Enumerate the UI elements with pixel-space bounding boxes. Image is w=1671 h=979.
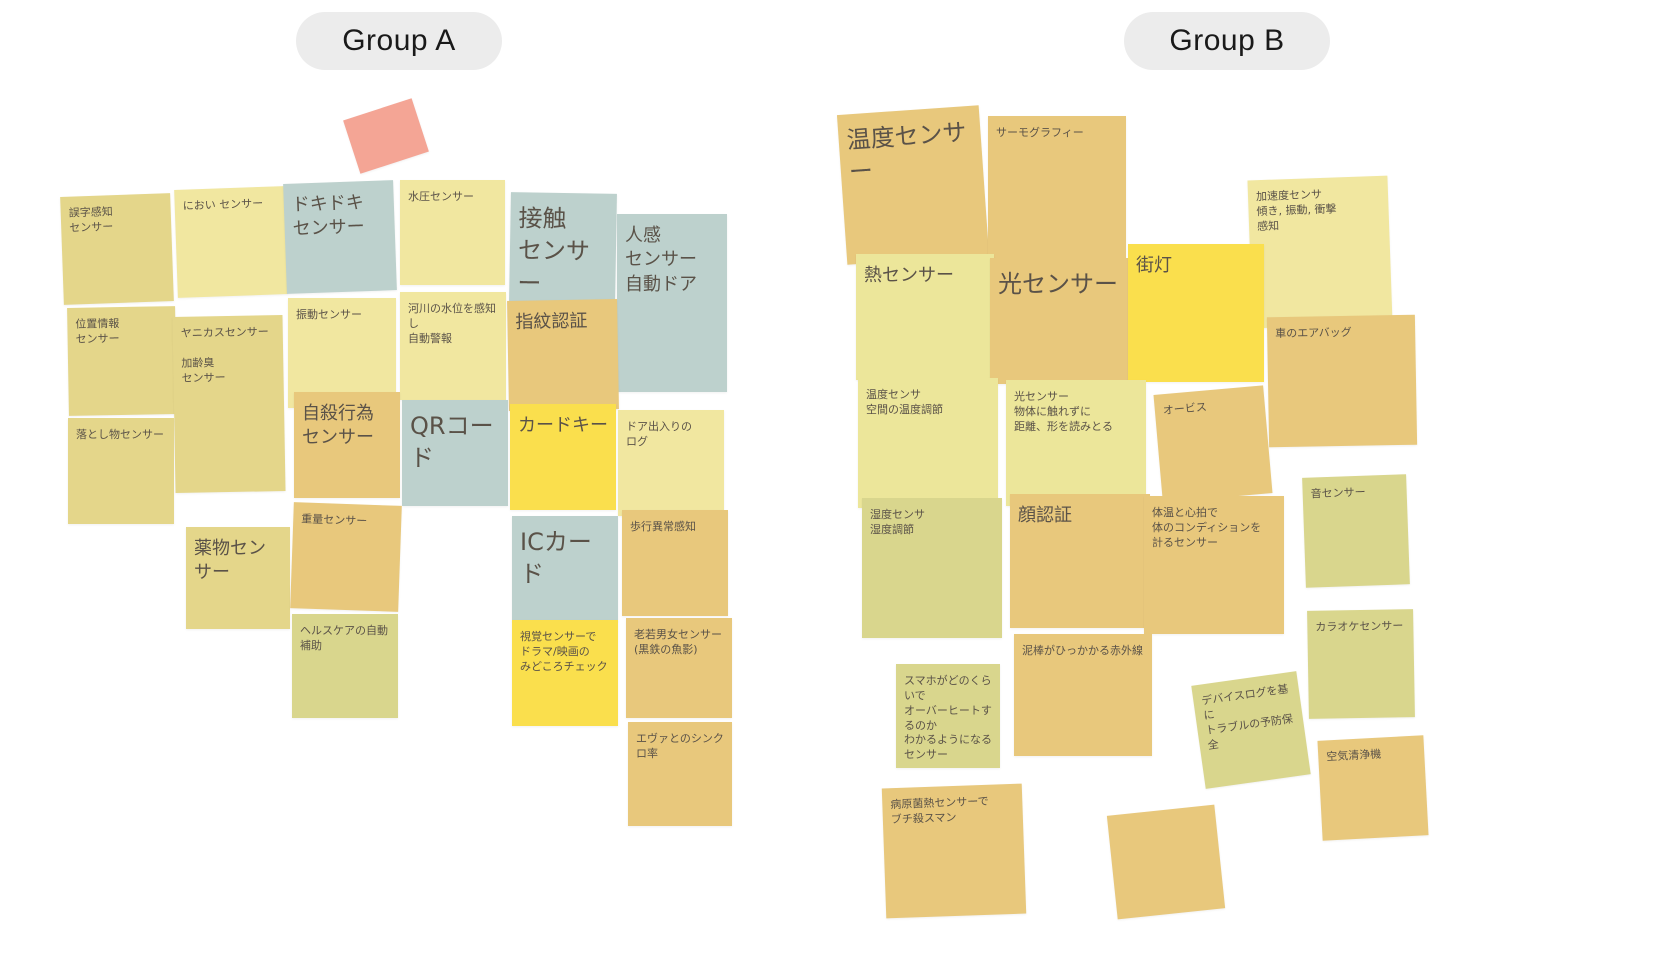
sticky-note[interactable]: ドキドキ センサー — [283, 180, 397, 294]
sticky-note[interactable]: 体温と心拍で 体のコンディションを 計るセンサー — [1144, 496, 1284, 634]
sticky-note[interactable]: エヴァとのシンクロ率 — [628, 722, 732, 826]
group-a-label[interactable]: Group A — [296, 12, 502, 70]
sticky-note[interactable]: 視覚センサーで ドラマ/映画の みどころチェック — [512, 620, 618, 726]
sticky-note[interactable]: 自殺行為 センサー — [294, 392, 400, 498]
sticky-note[interactable]: 接触 センサー — [509, 192, 617, 304]
sticky-note[interactable]: 光センサー 物体に触れずに 距離、形を読みとる — [1006, 380, 1146, 506]
sticky-note[interactable]: ICカード — [512, 516, 618, 622]
sticky-note[interactable]: 河川の水位を感知し 自動警報 — [400, 292, 506, 400]
sticky-note[interactable]: 老若男女センサー (黒鉄の魚影) — [626, 618, 732, 718]
sticky-note[interactable]: 車のエアバッグ — [1266, 314, 1418, 448]
sticky-note[interactable]: 熱センサー — [856, 254, 994, 380]
sticky-note[interactable]: 加速度センサ 傾き, 振動, 衝撃 感知 — [1247, 175, 1393, 329]
sticky-note[interactable]: 空気清浄機 — [1317, 735, 1429, 841]
sticky-note[interactable]: カラオケセンサー — [1307, 609, 1415, 719]
sticky-note[interactable]: 位置情報 センサー — [67, 306, 177, 416]
sticky-note[interactable]: 人感 センサー 自動ドア — [617, 214, 727, 392]
group-b-label[interactable]: Group B — [1124, 12, 1330, 70]
sticky-note[interactable]: サーモグラフィー — [988, 116, 1126, 266]
sticky-note[interactable]: スマホがどのくらいで オーバーヒートするのか わかるようになるセンサー — [896, 664, 1000, 768]
sticky-note[interactable]: 光センサー — [990, 258, 1128, 384]
sticky-note[interactable]: 湿度センサ 湿度調節 — [862, 498, 1002, 638]
sticky-note[interactable]: 温度センサー — [836, 105, 990, 265]
sticky-note[interactable]: ヤニカスセンサー 加齢臭 センサー — [172, 315, 286, 493]
sticky-note[interactable]: 誤字感知 センサー — [60, 193, 174, 305]
sticky-note[interactable]: 泥棒がひっかかる赤外線 — [1014, 634, 1152, 756]
sticky-note[interactable] — [1106, 804, 1226, 920]
sticky-note[interactable]: におい センサー — [174, 186, 288, 298]
sticky-note[interactable]: 音センサー — [1302, 474, 1410, 588]
sticky-note[interactable]: 薬物センサー — [186, 527, 290, 629]
sticky-note[interactable]: 病原菌熱センサーで ブチ殺スマン — [881, 783, 1027, 919]
sticky-note[interactable]: 落とし物センサー — [68, 418, 174, 524]
sticky-note[interactable]: 街灯 — [1128, 244, 1264, 382]
sticky-note[interactable]: 歩行異常感知 — [622, 510, 728, 616]
sticky-note[interactable]: 重量センサー — [290, 502, 402, 612]
sticky-note[interactable]: ドア出入りの ログ — [618, 410, 724, 516]
sticky-note-pink[interactable] — [343, 98, 429, 174]
sticky-note[interactable]: デバイスログを基に トラブルの予防保全 — [1191, 671, 1311, 789]
sticky-note[interactable]: 顔認証 — [1010, 494, 1150, 628]
sticky-note[interactable]: 温度センサ 空間の温度調節 — [858, 378, 998, 508]
sticky-note[interactable]: QRコード — [402, 400, 508, 506]
sticky-note[interactable]: 水圧センサー — [400, 180, 505, 285]
sticky-note[interactable]: 振動センサー — [288, 298, 396, 408]
sticky-note[interactable]: 指紋認証 — [507, 299, 619, 411]
sticky-note[interactable]: カードキー — [510, 404, 616, 510]
sticky-note[interactable]: ヘルスケアの自動補助 — [292, 614, 398, 718]
sticky-note[interactable]: オービス — [1153, 385, 1273, 503]
